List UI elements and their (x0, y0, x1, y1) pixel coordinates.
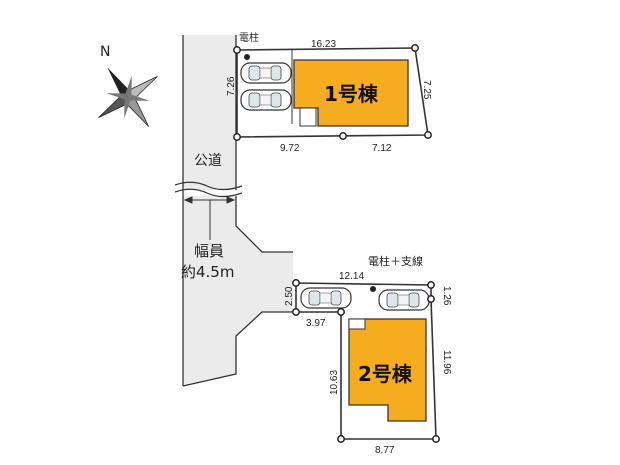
lot2-entrance (348, 318, 366, 330)
lot1-car-1 (240, 62, 292, 84)
lot2-dim-left: 10.63 (329, 370, 340, 395)
lot1 (233, 44, 432, 141)
lot1-dim-left: 7.26 (226, 76, 237, 96)
compass-north-label: N (100, 44, 110, 60)
lot2-dim-right: 11.96 (441, 350, 452, 375)
road-width-value: 約4.5m (181, 263, 234, 281)
lot1-utility-pole (244, 54, 250, 60)
lot1-dim-bottom-right: 7.12 (372, 143, 392, 154)
lot1-building-label: 1号棟 (324, 82, 379, 106)
lot1-pole-label: 電柱 (239, 31, 259, 44)
lot2-dim-entry-height: 2.50 (284, 286, 295, 306)
compass-rose-icon (98, 67, 158, 127)
lot2-building (348, 318, 427, 422)
lot1-dim-bottom-left: 9.72 (280, 143, 300, 154)
road-width-arrow (183, 196, 236, 240)
lot2-utility-pole (370, 286, 376, 292)
lot2-dim-bottom: 8.77 (375, 445, 395, 456)
lot2-dim-top: 12.14 (339, 271, 364, 282)
road-width-label: 幅員 (194, 242, 224, 260)
lot2-building-label: 2号棟 (358, 362, 413, 386)
lot2-dim-top-right: 1.26 (441, 286, 452, 306)
lot2-car-1 (300, 287, 352, 309)
lot2 (292, 279, 440, 443)
public-road (174, 35, 293, 387)
lot1-entrance (299, 107, 317, 127)
lot2-car-2 (378, 289, 430, 311)
lot1-dim-top: 16.23 (311, 39, 336, 50)
lot1-building (293, 59, 409, 127)
lot1-car-2 (240, 89, 292, 111)
lot2-dim-entry-width: 3.97 (306, 318, 326, 329)
lot2-pole-label: 電柱＋支線 (368, 254, 423, 268)
road-label: 公道 (194, 153, 222, 169)
lot1-dim-right: 7.25 (421, 80, 432, 100)
